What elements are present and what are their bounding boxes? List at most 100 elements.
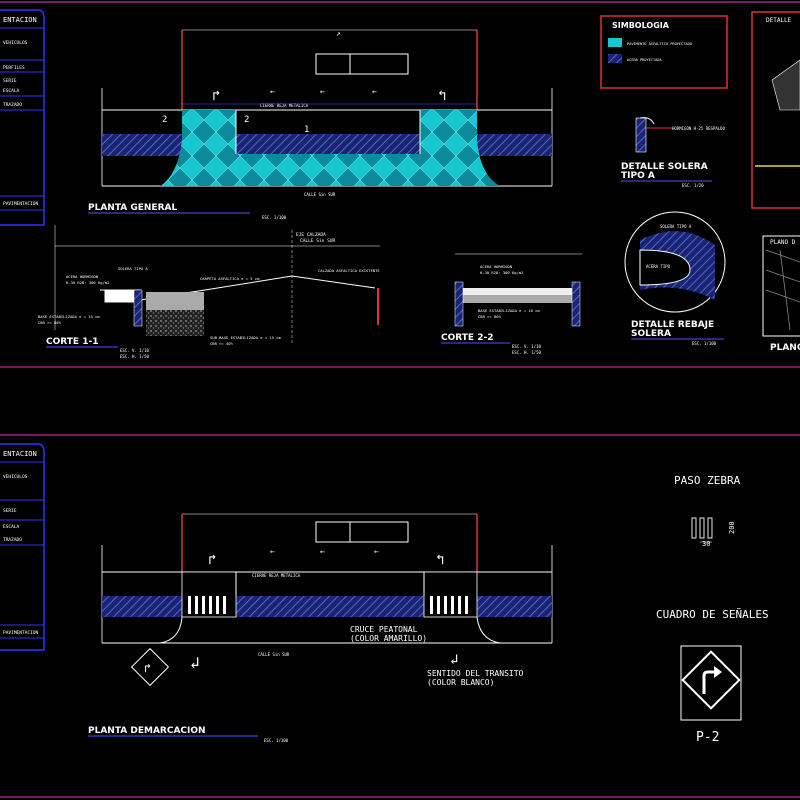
title-block-row: PAVIMENTACION bbox=[3, 630, 39, 636]
corte1-note: CBR >= 40% bbox=[210, 341, 234, 346]
detalle-solera: HORMIGON H-25 RESPALDO DETALLE SOLERA TI… bbox=[621, 117, 726, 188]
corte-1-1: EJE CALZADA CALLE Sin SUR ACERA HORMIGON… bbox=[38, 225, 380, 359]
title-block-row: ESCALA bbox=[3, 524, 20, 530]
label-calle: CALLE Sin SUR bbox=[258, 652, 290, 657]
svg-text:←: ← bbox=[320, 547, 325, 556]
title-block-row: VEHICULOS bbox=[3, 40, 28, 46]
rebaje-title-1: DETALLE REBAJE bbox=[631, 320, 714, 330]
corte1-note: CALZADA ASFALTICA EXISTENTE bbox=[318, 268, 380, 273]
label-cierre: CIERRE REJA METALICA bbox=[252, 573, 301, 578]
corte2-note: CBR >= 80% bbox=[478, 314, 502, 319]
zebra-dim-width: 30 bbox=[702, 540, 710, 548]
rebaje-note2: ACERA TIPO bbox=[646, 264, 671, 269]
corte2-title: CORTE 2-2 bbox=[441, 333, 493, 343]
section-mark-1: 1 bbox=[304, 125, 309, 135]
svg-text:↰: ↰ bbox=[436, 552, 444, 568]
section-mark-2b: 2 bbox=[244, 115, 249, 125]
planta-general-title: PLANTA GENERAL bbox=[88, 203, 177, 213]
title-block-row: PAVIMENTACION bbox=[3, 201, 39, 207]
vehicle-icon bbox=[315, 53, 409, 75]
title-block-row: TRAZADO bbox=[3, 537, 22, 543]
corte1-note: BASE ESTABILIZADA e = 15 cm bbox=[38, 314, 100, 319]
svg-text:↱: ↱ bbox=[212, 88, 220, 104]
detalle-label: DETALLE bbox=[766, 17, 792, 24]
zebra-stripes-right bbox=[430, 596, 468, 614]
title-block-row: PERFILES bbox=[3, 65, 25, 71]
corte1-note: CARPETA ASFALTICA e = 5 cm bbox=[200, 276, 260, 281]
rebaje-title-2: SOLERA bbox=[631, 329, 671, 339]
sentido-label: (COLOR BLANCO) bbox=[427, 678, 494, 687]
simbologia-legend: SIMBOLOGIA PAVIMENTO ASFALTICO PROYECTAD… bbox=[600, 15, 728, 89]
corte1-scale: ESC. V. 1/10 bbox=[120, 348, 149, 353]
svg-text:↰: ↰ bbox=[438, 88, 446, 104]
corte1-note: SOLERA TIPO A bbox=[118, 266, 148, 271]
solera-title-1: DETALLE SOLERA bbox=[621, 162, 708, 172]
label-calle: CALLE Sin SUR bbox=[304, 192, 336, 197]
svg-text:←: ← bbox=[320, 87, 325, 96]
corte2-note: ACERA HORMIGON bbox=[480, 264, 513, 269]
paso-zebra: PASO ZEBRA 30 200 bbox=[674, 474, 741, 548]
planta-demarcacion-title: PLANTA DEMARCACION bbox=[88, 726, 206, 736]
plano-box-right: PLANO D PLANO bbox=[762, 235, 800, 353]
corte1-eje2: CALLE Sin SUR bbox=[300, 238, 336, 244]
legend-item: PAVIMENTO ASFALTICO PROYECTADO bbox=[627, 42, 692, 46]
sign-code: P-2 bbox=[696, 730, 719, 745]
svg-text:↱: ↱ bbox=[208, 552, 216, 568]
rebaje-scale: ESC. 1/100 bbox=[692, 341, 717, 346]
road-sign-diamond-icon bbox=[130, 647, 170, 687]
corte1-scale: ESC. H. 1/50 bbox=[120, 354, 149, 359]
cruce-peatonal-label: (COLOR AMARILLO) bbox=[350, 634, 427, 643]
detalle-box-top-right: DETALLE bbox=[751, 11, 800, 209]
plano-label: PLANO D bbox=[770, 239, 796, 246]
svg-text:←: ← bbox=[270, 87, 275, 96]
title-block-header: ENTACION bbox=[3, 16, 37, 24]
zebra-stripes-left bbox=[188, 596, 226, 614]
corte2-note: BASE ESTABILIZADA e = 10 cm bbox=[478, 308, 540, 313]
legend-swatch-hatch bbox=[608, 54, 622, 63]
title-block-header: ENTACION bbox=[3, 450, 37, 458]
planta-general: ↗ ↱ ↰ ← ← ← 2 2 1 CIERRE REJA METALICA C… bbox=[88, 29, 553, 220]
corte2-scale: ESC. H. 1/50 bbox=[512, 350, 541, 355]
crossing-pavement bbox=[160, 110, 500, 186]
sheet2-title-block: ENTACION VEHICULOS SERIE ESCALA TRAZADO … bbox=[0, 443, 45, 651]
cruce-peatonal-label: CRUCE PEATONAL bbox=[350, 625, 418, 634]
detalle-rebaje: SOLERA TIPO A ACERA TIPO DETALLE REBAJE … bbox=[624, 211, 726, 346]
legend-swatch-cyan bbox=[608, 38, 622, 47]
planta-general-scale: ESC. 1/100 bbox=[262, 215, 287, 220]
paso-zebra-title: PASO ZEBRA bbox=[674, 474, 741, 487]
cuadro-senales: CUADRO DE SEÑALES P-2 bbox=[656, 608, 769, 745]
planta-demarcacion: ↱ ↰ ← ← ← CIERRE REJA METALICA CALLE Sin… bbox=[88, 513, 553, 743]
section-mark-2: 2 bbox=[162, 115, 167, 125]
corte2-scale: ESC. V. 1/10 bbox=[512, 344, 541, 349]
turn-right-sign-icon bbox=[681, 650, 741, 710]
title-block-row: SERIE bbox=[3, 508, 17, 514]
cuadro-senales-title: CUADRO DE SEÑALES bbox=[656, 608, 769, 621]
solera-scale: ESC. 1/20 bbox=[682, 183, 704, 188]
solera-note: HORMIGON H-25 RESPALDO bbox=[672, 126, 726, 131]
rebaje-note1: SOLERA TIPO A bbox=[660, 224, 692, 229]
simbologia-title: SIMBOLOGIA bbox=[612, 21, 670, 30]
title-block-row: ESCALA bbox=[3, 88, 20, 94]
corte1-note: SUB BASE ESTABILIZADA e = 15 cm bbox=[210, 335, 282, 340]
corte1-note: H-30 R28: 300 Kg/m2 bbox=[66, 280, 109, 285]
corte-2-2: ACERA HORMIGON H-30 R28: 300 Kg/m2 BASE … bbox=[441, 253, 582, 355]
plano-title: PLANO bbox=[770, 343, 800, 353]
corte1-note: ACERA HORMIGON bbox=[66, 274, 99, 279]
title-block-row: TRAZADO bbox=[3, 102, 22, 108]
corte1-note: CBR >= 80% bbox=[38, 320, 62, 325]
svg-text:←: ← bbox=[270, 547, 275, 556]
sheet1-title-block: ENTACION VEHICULOS PERFILES SERIE ESCALA… bbox=[0, 9, 45, 226]
corte1-title: CORTE 1-1 bbox=[46, 337, 98, 347]
planta-demarcacion-scale: ESC. 1/100 bbox=[264, 738, 289, 743]
svg-text:←: ← bbox=[374, 547, 379, 556]
corte2-note: H-30 R28: 300 Kg/m2 bbox=[480, 270, 523, 275]
sentido-label: SENTIDO DEL TRANSITO bbox=[427, 669, 524, 678]
svg-text:←: ← bbox=[372, 87, 377, 96]
title-block-row: SERIE bbox=[3, 78, 17, 84]
legend-item: ACERA PROYECTADA bbox=[627, 58, 662, 62]
svg-text:↲: ↲ bbox=[190, 653, 200, 672]
vehicle-icon bbox=[315, 521, 409, 543]
svg-text:↲: ↲ bbox=[450, 652, 458, 668]
label-cierre: CIERRE REJA METALICA bbox=[260, 103, 309, 108]
